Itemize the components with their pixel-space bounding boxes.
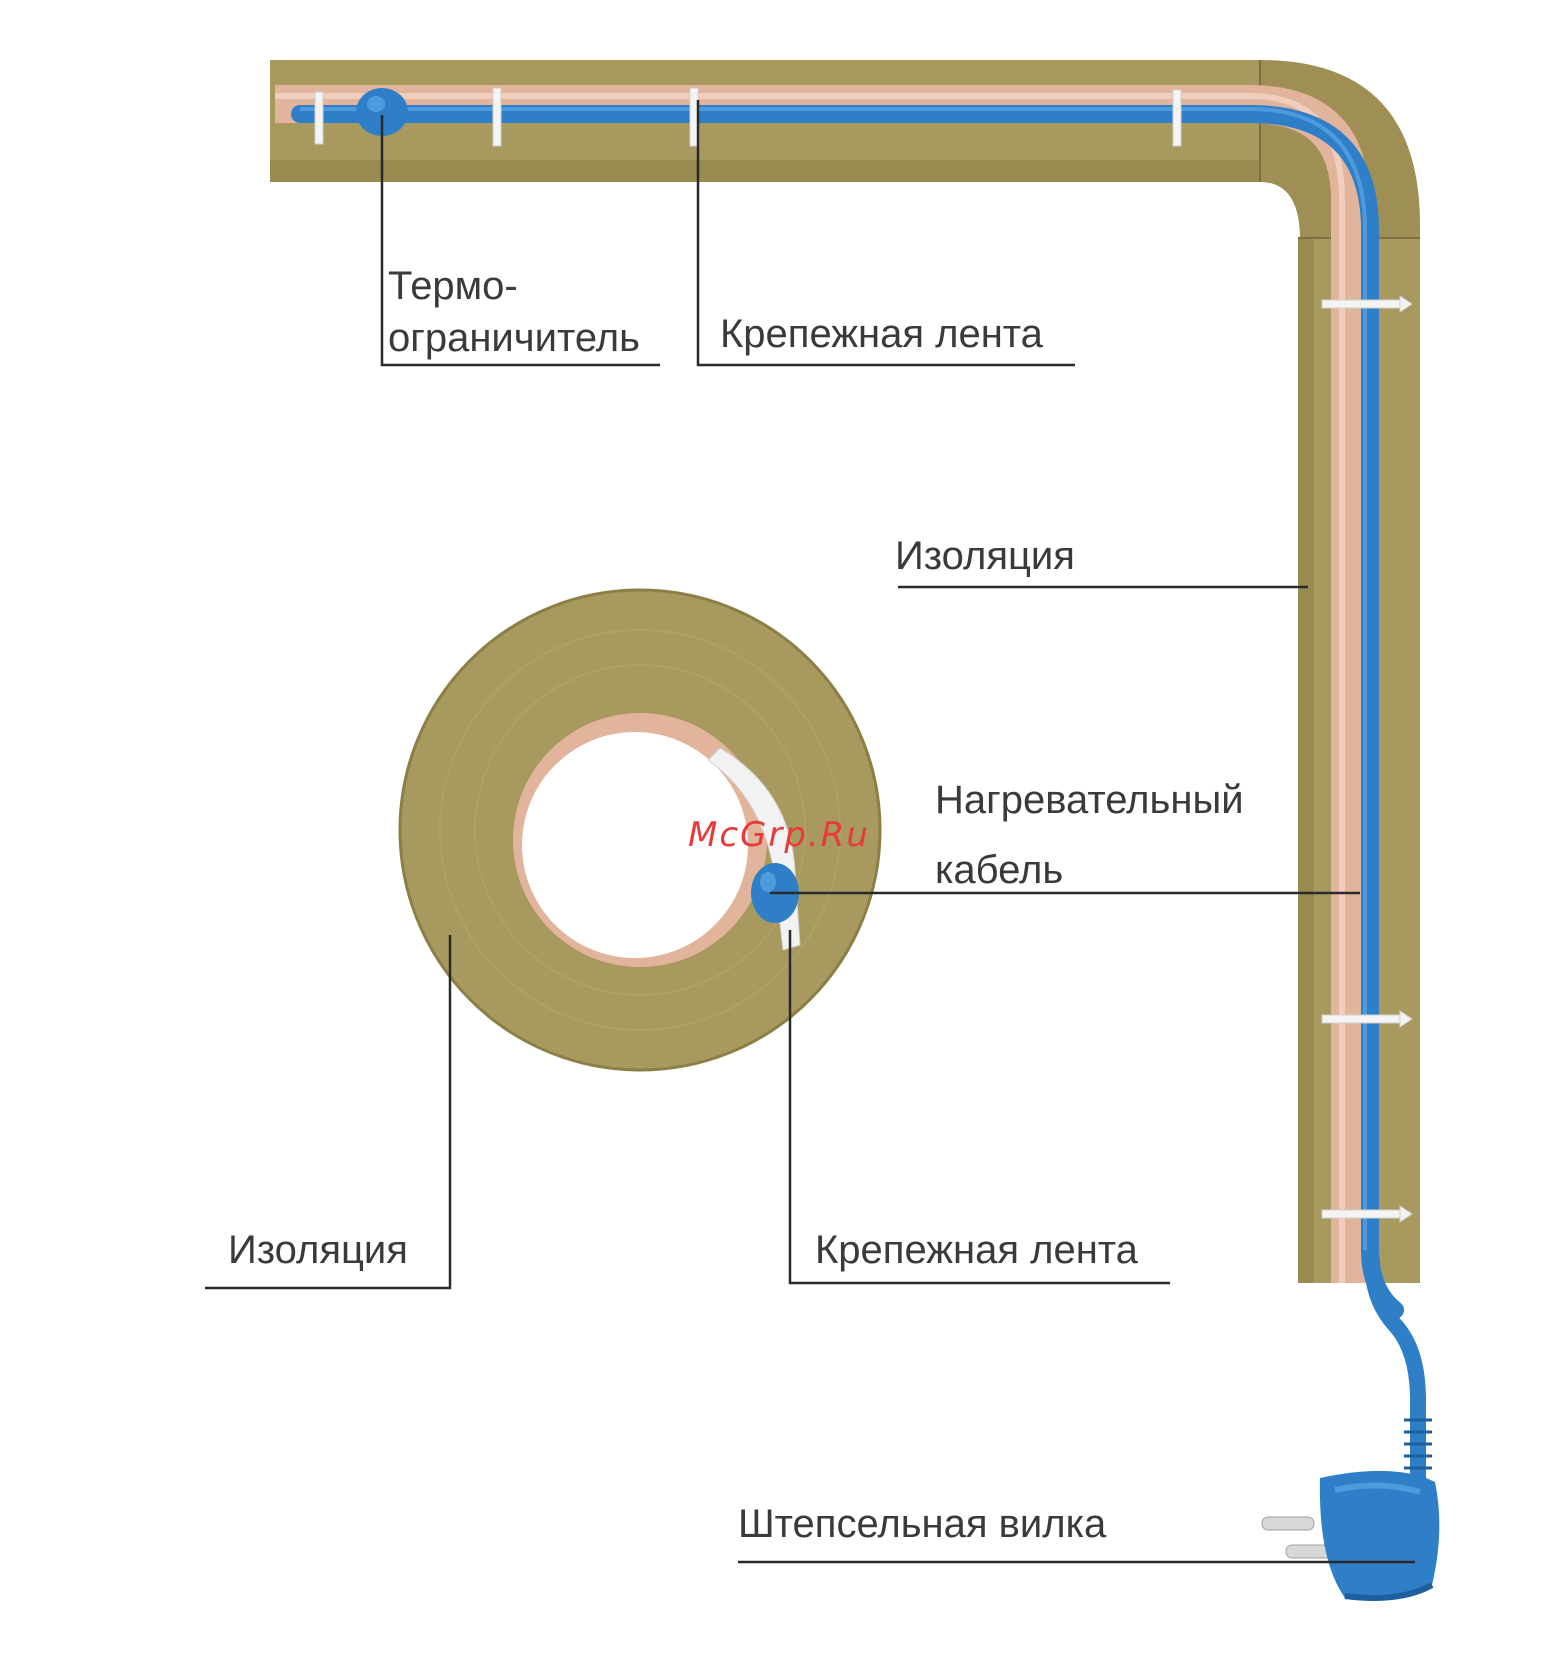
label-thermo-limiter-line1: Термо- — [388, 262, 518, 310]
label-thermo-limiter-line2: ограничитель — [388, 314, 640, 362]
watermark: McGrp.Ru — [688, 815, 870, 855]
label-mounting-tape-top: Крепежная лента — [720, 310, 1043, 358]
label-heating-cable-line2: кабель — [935, 846, 1063, 894]
label-mounting-tape-bottom: Крепежная лента — [815, 1226, 1138, 1274]
power-plug — [1262, 1471, 1439, 1600]
plug-pin-top — [1262, 1517, 1314, 1530]
label-insulation-left: Изоляция — [228, 1226, 408, 1274]
label-plug: Штепсельная вилка — [738, 1500, 1106, 1548]
label-heating-cable-line1: Нагревательный — [935, 776, 1244, 824]
power-cord — [1372, 1260, 1418, 1485]
label-insulation-right: Изоляция — [895, 532, 1075, 580]
